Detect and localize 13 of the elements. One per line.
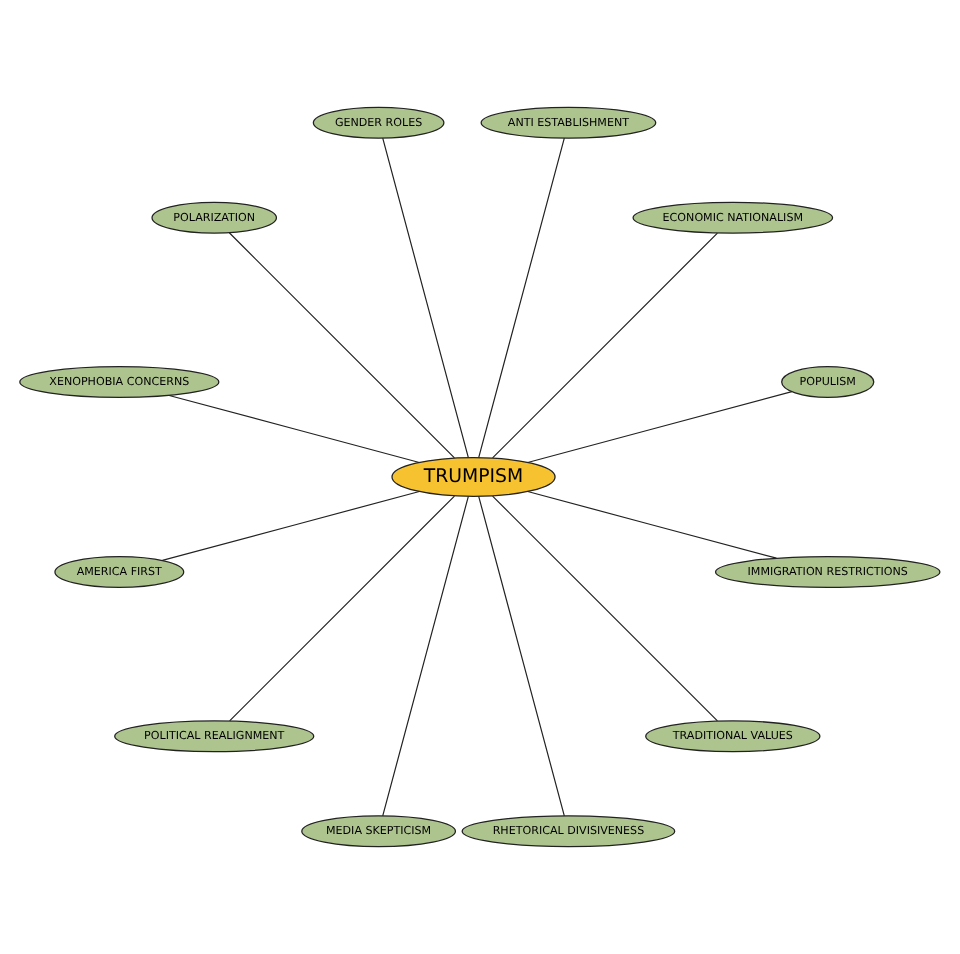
connector <box>527 490 778 559</box>
connector <box>168 394 420 464</box>
connector <box>492 232 718 459</box>
connector <box>382 495 469 817</box>
connector <box>228 232 456 459</box>
connector <box>527 391 793 464</box>
connector <box>492 495 718 722</box>
connector <box>161 490 420 561</box>
connector <box>478 137 565 459</box>
connector <box>478 495 565 817</box>
node-ellipse: TRUMPISM <box>391 456 556 498</box>
connector <box>229 495 456 722</box>
connector <box>382 137 469 459</box>
